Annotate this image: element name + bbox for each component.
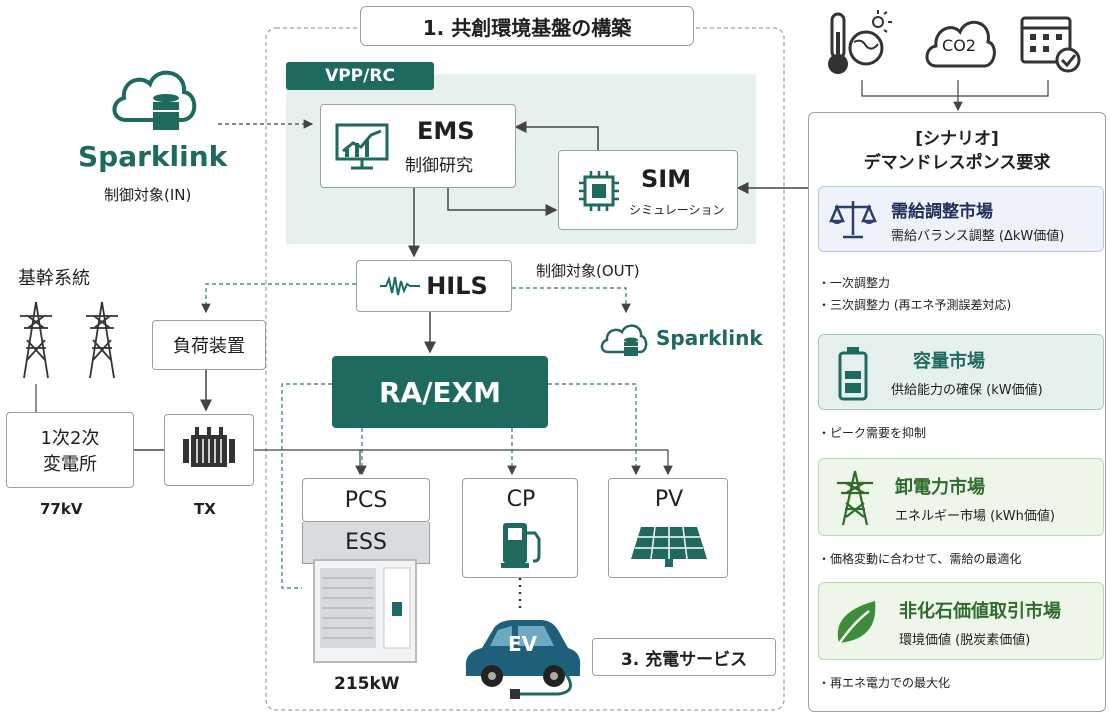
hils-title: HILS [426, 272, 488, 300]
voltage-label: 77kV [40, 500, 83, 518]
sparklink-in-name: Sparklink [78, 140, 228, 173]
vpp-label: VPP/RC [286, 62, 434, 90]
hils-out-label: 制御対象(OUT) [536, 262, 640, 280]
market-capacity-bullet-1: ・ピーク需要を抑制 [818, 426, 927, 440]
trunk-label: 基幹系統 [18, 268, 90, 289]
scenario-title-line2: デマンドレスポンス要求 [863, 153, 1051, 173]
calendar-check-icon [1020, 16, 1081, 73]
market-wholesale-bullet-1: ・価格変動に合わせて、需給の最適化 [818, 552, 1022, 566]
pv-box[interactable]: PV [608, 478, 728, 578]
thermometer-icon [828, 10, 892, 74]
market-capacity[interactable]: 容量市場 供給能力の確保 (kW価値) [818, 334, 1104, 410]
co2-text: CO2 [942, 36, 976, 55]
market-balancing-title: 需給調整市場 [891, 202, 993, 222]
substation-line2: 変電所 [43, 454, 97, 475]
transmission-tower-icons [20, 301, 118, 379]
market-capacity-subtitle: 供給能力の確保 (kW価値) [891, 383, 1043, 398]
solar-panel-icon [631, 526, 707, 567]
cp-label: CP [506, 487, 536, 512]
ems-subtitle: 制御研究 [405, 156, 473, 176]
scale-icon [829, 201, 877, 239]
ev-label: EV [508, 632, 538, 656]
substation-box[interactable]: 1次2次 変電所 [6, 412, 134, 488]
market-wholesale[interactable]: 卸電力市場 エネルギー市場 (kWh価値) [818, 458, 1104, 536]
ems-title: EMS [417, 117, 475, 145]
sim-subtitle: シミュレーション [629, 203, 725, 217]
raexm-box[interactable]: RA/EXM [332, 356, 548, 428]
cloud-database-out-icon [600, 324, 648, 356]
leaf-icon [835, 601, 876, 648]
market-non-fossil-subtitle: 環境価値 (脱炭素価値) [899, 633, 1031, 648]
ess-box[interactable]: ESS [302, 522, 430, 564]
chart-monitor-icon [335, 123, 389, 170]
sim-title: SIM [641, 165, 692, 193]
market-non-fossil-title: 非化石価値取引市場 [899, 601, 1061, 622]
ev-car-icon [465, 620, 581, 699]
waveform-icon [380, 275, 421, 296]
charging-station-icon [501, 523, 541, 568]
ems-box[interactable]: EMS 制御研究 [320, 104, 516, 188]
hils-box[interactable]: HILS [356, 260, 512, 312]
sim-box[interactable]: SIM シミュレーション [558, 150, 738, 230]
section3-title: 3. 充電サービス [592, 638, 776, 676]
market-balancing-subtitle: 需給バランス調整 (ΔkW価値) [891, 229, 1065, 244]
market-capacity-title: 容量市場 [913, 351, 985, 372]
transformer-box[interactable] [164, 414, 254, 486]
battery-cabinet-icon [313, 559, 417, 663]
sparklink-out-name: Sparklink [656, 326, 763, 350]
market-wholesale-title: 卸電力市場 [895, 477, 985, 498]
transformer-icon [183, 427, 235, 467]
market-wholesale-subtitle: エネルギー市場 (kWh価値) [895, 509, 1055, 524]
market-balancing-bullet-1: ・一次調整力 [818, 276, 891, 290]
market-balancing-bullet-2: ・三次調整力 (再エネ予測誤差対応) [818, 298, 1012, 312]
market-non-fossil[interactable]: 非化石価値取引市場 環境価値 (脱炭素価値) [818, 582, 1104, 660]
cp-box[interactable]: CP [462, 478, 578, 578]
section1-title: 1. 共創環境基盤の構築 [360, 6, 694, 46]
market-non-fossil-bullet-1: ・再エネ電力での最大化 [818, 676, 951, 690]
market-balancing[interactable]: 需給調整市場 需給バランス調整 (ΔkW価値) [818, 186, 1104, 252]
cloud-database-icon [112, 70, 197, 130]
power-tower-icon [837, 470, 873, 526]
pv-label: PV [654, 487, 684, 512]
ess-power-label: 215kW [334, 674, 400, 694]
pcs-box[interactable]: PCS [302, 478, 430, 522]
battery-icon [838, 347, 868, 401]
scenario-title-line1: [シナリオ] [915, 129, 999, 149]
tx-label: TX [194, 500, 216, 518]
co2-cloud-icon: CO2 [922, 10, 996, 72]
sparklink-in-label: 制御対象(IN) [104, 186, 192, 204]
chip-icon [579, 171, 619, 211]
load-device-box[interactable]: 負荷装置 [152, 320, 266, 370]
substation-line1: 1次2次 [40, 428, 100, 449]
